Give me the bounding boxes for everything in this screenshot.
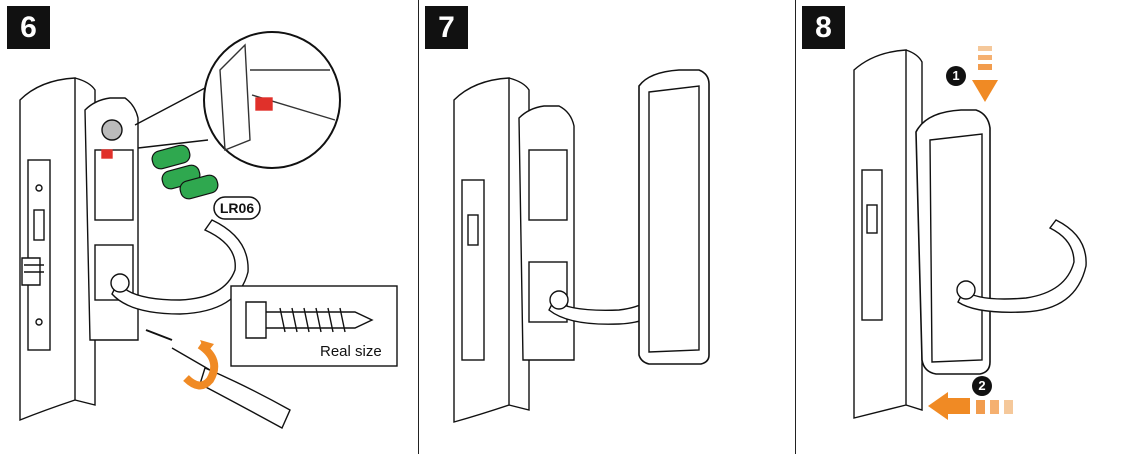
real-size-label: Real size: [320, 343, 382, 360]
screw-real-size: [245, 301, 374, 339]
door-handle: [111, 219, 249, 315]
step-7-illustration: [453, 69, 710, 423]
lock-cover: [638, 69, 710, 365]
panel-divider-1: [418, 0, 419, 454]
screwdriver: [171, 347, 291, 429]
push-in-arrow: [928, 392, 1013, 420]
step-number-badge: 7: [425, 6, 468, 49]
step-8-illustration: [853, 46, 1087, 420]
screw: [145, 329, 173, 341]
lock-faceplate: [27, 159, 51, 351]
step-marker-2: 2: [978, 378, 986, 393]
batteries: [151, 144, 219, 200]
lock-faceplate: [461, 179, 485, 361]
slide-down-arrow: [972, 46, 998, 102]
step-6-panel: 6: [0, 0, 418, 454]
step-number-badge: 6: [7, 6, 50, 49]
step-6-illustration: [19, 31, 398, 429]
panel-divider-2: [795, 0, 796, 454]
step-8-panel: 8 1 2: [796, 0, 1143, 454]
step-7-panel: 7: [419, 0, 795, 454]
door-handle: [957, 219, 1087, 313]
real-size-box: [230, 285, 398, 367]
step-marker-2-circle: [972, 376, 992, 396]
lock-cover: [915, 109, 991, 375]
step-marker-1: 1: [952, 68, 960, 83]
battery-label-bubble: [213, 196, 261, 220]
lock-faceplate: [861, 169, 883, 321]
step-marker-1-circle: [946, 66, 966, 86]
step-number-badge: 8: [802, 6, 845, 49]
rotate-arrow: [183, 341, 219, 390]
battery-label: LR06: [219, 200, 255, 216]
